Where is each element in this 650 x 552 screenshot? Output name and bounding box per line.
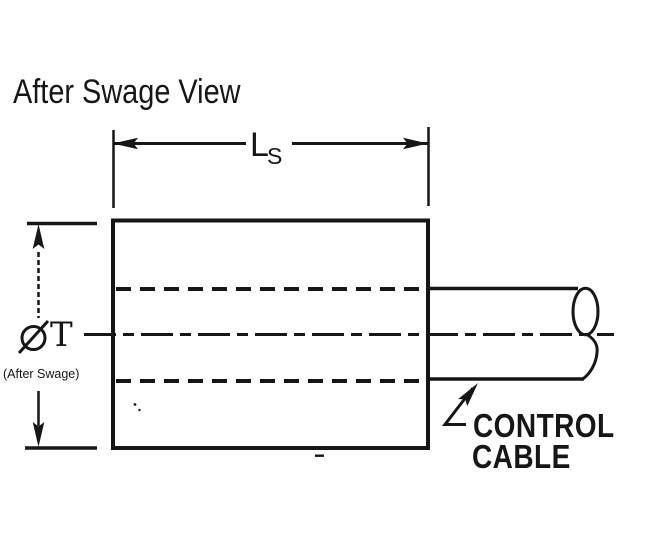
ls-label-subscript: S	[267, 143, 282, 169]
control-cable-label-line2: CABLE	[472, 439, 571, 476]
cable-end-lower-curve	[581, 332, 599, 381]
scan-specks	[133, 403, 324, 457]
control-cable-label-line1: CONTROL	[473, 408, 615, 445]
cable-end-upper-lobe	[571, 286, 600, 337]
dia-note: (After Swage)	[3, 367, 79, 381]
dia-label: T	[50, 315, 73, 355]
ls-label-main: L	[250, 126, 269, 164]
diameter-symbol-icon	[17, 319, 50, 355]
cable-leader-line	[441, 387, 475, 426]
page-title: After Swage View	[13, 72, 241, 111]
dia-arrow-up-icon	[32, 224, 45, 249]
